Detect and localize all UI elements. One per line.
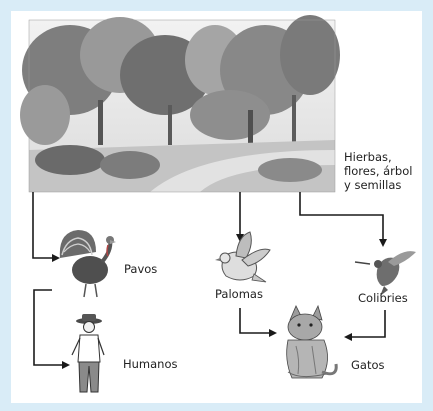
dove-icon [215, 232, 270, 282]
arrow-producers-to-hummingbirds [300, 192, 383, 245]
turkeys-label: Pavos [124, 262, 157, 276]
doves-label: Palomas [215, 287, 263, 301]
arrow-turkeys-to-humans [34, 290, 68, 365]
hummingbirds-label: Colibries [358, 291, 408, 305]
arrow-producers-to-turkeys [33, 192, 58, 258]
arrow-doves-to-cats [240, 308, 275, 333]
arrow-hummingbirds-to-cats [346, 310, 385, 337]
man-icon [72, 314, 104, 392]
cat-icon [287, 306, 337, 378]
hummingbird-icon [355, 251, 416, 296]
producers-label: Hierbas, flores, árbol y semillas [344, 150, 412, 192]
cats-label: Gatos [351, 358, 385, 372]
park-photo [20, 15, 340, 192]
humans-label: Humanos [123, 357, 178, 371]
turkey-icon [60, 230, 116, 297]
